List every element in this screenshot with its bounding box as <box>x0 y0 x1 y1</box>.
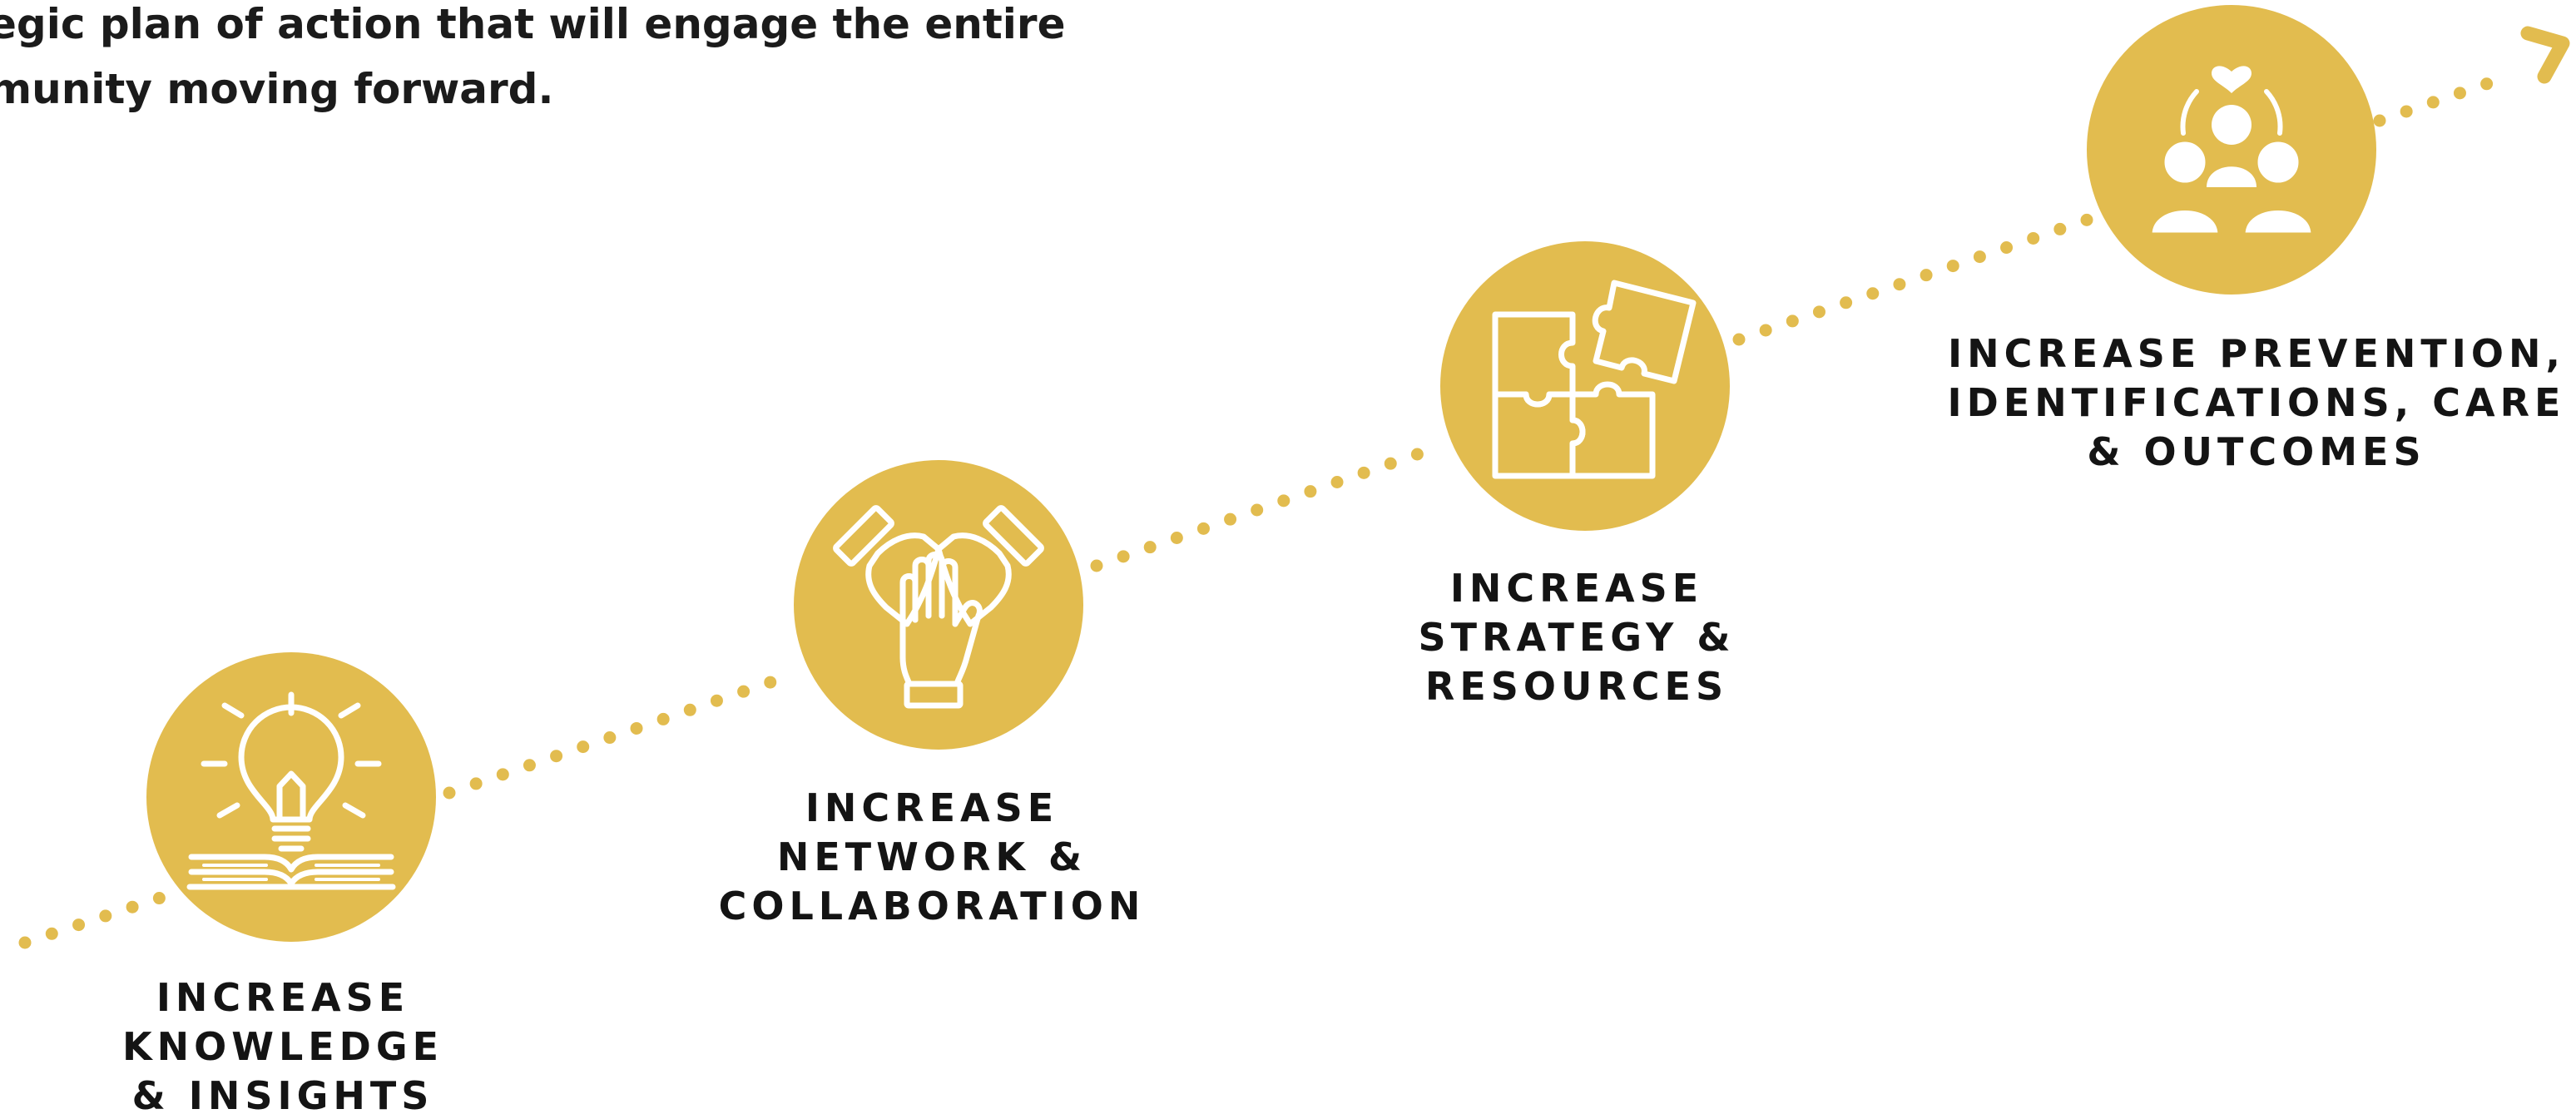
step-circle <box>2087 5 2376 295</box>
step-label-prevention: INCREASE PREVENTION, IDENTIFICATIONS, CA… <box>1947 331 2566 474</box>
path-segment-3 <box>1090 438 1450 572</box>
step-strategy <box>1440 241 1730 531</box>
stacked-hands-icon <box>833 505 1044 709</box>
step-knowledge <box>146 652 436 942</box>
community-care-icon <box>2147 66 2316 237</box>
path-segment-4 <box>1732 212 2097 346</box>
path-segment-5 <box>2373 68 2519 127</box>
step-circle <box>794 460 1083 750</box>
puzzle-pieces-icon <box>1492 280 1697 479</box>
step-label-strategy: INCREASE STRATEGY & RESOURCES <box>1418 566 1736 709</box>
intro-text: egic plan of action that will engage the… <box>0 0 1066 113</box>
step-network <box>794 460 1083 750</box>
arrow-head-icon <box>2520 26 2570 84</box>
path-segment-1 <box>18 888 177 949</box>
step-label-network: INCREASE NETWORK & COLLABORATION <box>718 785 1146 928</box>
step-prevention <box>2087 5 2376 295</box>
step-label-knowledge: INCREASE KNOWLEDGE & INSIGHTS <box>121 975 444 1118</box>
lightbulb-book-icon <box>186 691 396 890</box>
dotted-path <box>18 68 2519 949</box>
path-segment-2 <box>443 667 801 800</box>
step-circle <box>1440 241 1730 531</box>
